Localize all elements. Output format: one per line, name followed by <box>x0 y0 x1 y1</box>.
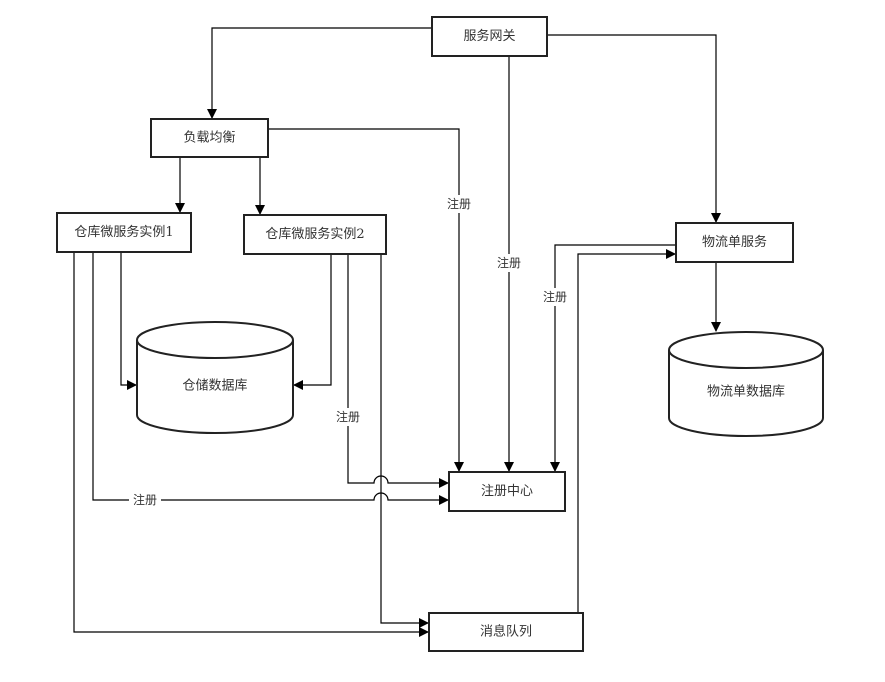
svg-text:物流单服务: 物流单服务 <box>702 234 767 250</box>
svg-text:仓储数据库: 仓储数据库 <box>182 378 247 394</box>
edge-instance2-to-registry <box>347 254 449 488</box>
edge-message-queue-to-logistics-service <box>577 249 676 613</box>
svg-text:负载均衡: 负载均衡 <box>183 131 235 146</box>
node-message-queue[interactable]: 消息队列 <box>428 612 584 652</box>
svg-text:服务网关: 服务网关 <box>463 28 515 44</box>
svg-text:注册: 注册 <box>543 289 567 304</box>
edge-label-instance2-register: 注册 <box>333 408 363 426</box>
edge-instance1-to-message-queue <box>73 252 429 637</box>
svg-text:仓库微服务实例1: 仓库微服务实例1 <box>74 224 173 240</box>
svg-text:注册: 注册 <box>133 492 157 507</box>
edge-label-instance1-register: 注册 <box>129 491 161 509</box>
svg-text:仓库微服务实例2: 仓库微服务实例2 <box>265 226 364 242</box>
svg-text:注册: 注册 <box>336 409 360 424</box>
edge-loadbalancer-to-registry <box>268 128 464 472</box>
svg-text:注册中心: 注册中心 <box>481 484 533 499</box>
node-load-balancer[interactable]: 负载均衡 <box>150 118 269 158</box>
edge-instance1-to-registry <box>92 252 449 505</box>
svg-text:注册: 注册 <box>497 255 521 270</box>
node-registry[interactable]: 注册中心 <box>448 471 566 512</box>
node-warehouse-db[interactable]: 仓储数据库 <box>136 321 294 434</box>
svg-text:注册: 注册 <box>447 196 471 211</box>
edge-instance1-to-warehouse-db <box>120 252 137 390</box>
node-warehouse-instance-2[interactable]: 仓库微服务实例2 <box>243 214 387 255</box>
edge-gateway-to-logistics-service <box>547 34 721 223</box>
edge-label-gateway-register: 注册 <box>494 254 524 272</box>
node-logistics-db[interactable]: 物流单数据库 <box>668 331 824 437</box>
edge-instance2-to-message-queue <box>380 254 429 628</box>
edge-label-loadbalancer-register: 注册 <box>444 195 474 213</box>
svg-text:消息队列: 消息队列 <box>480 624 532 640</box>
node-warehouse-instance-1[interactable]: 仓库微服务实例1 <box>56 212 192 253</box>
edge-gateway-to-loadbalancer <box>207 27 432 119</box>
edge-logistics-service-to-registry <box>550 244 676 472</box>
edge-instance2-to-warehouse-db <box>293 254 332 390</box>
node-gateway[interactable]: 服务网关 <box>431 16 548 57</box>
edge-label-logistics-register: 注册 <box>540 288 570 306</box>
svg-text:物流单数据库: 物流单数据库 <box>707 384 785 400</box>
node-logistics-service[interactable]: 物流单服务 <box>675 222 794 263</box>
